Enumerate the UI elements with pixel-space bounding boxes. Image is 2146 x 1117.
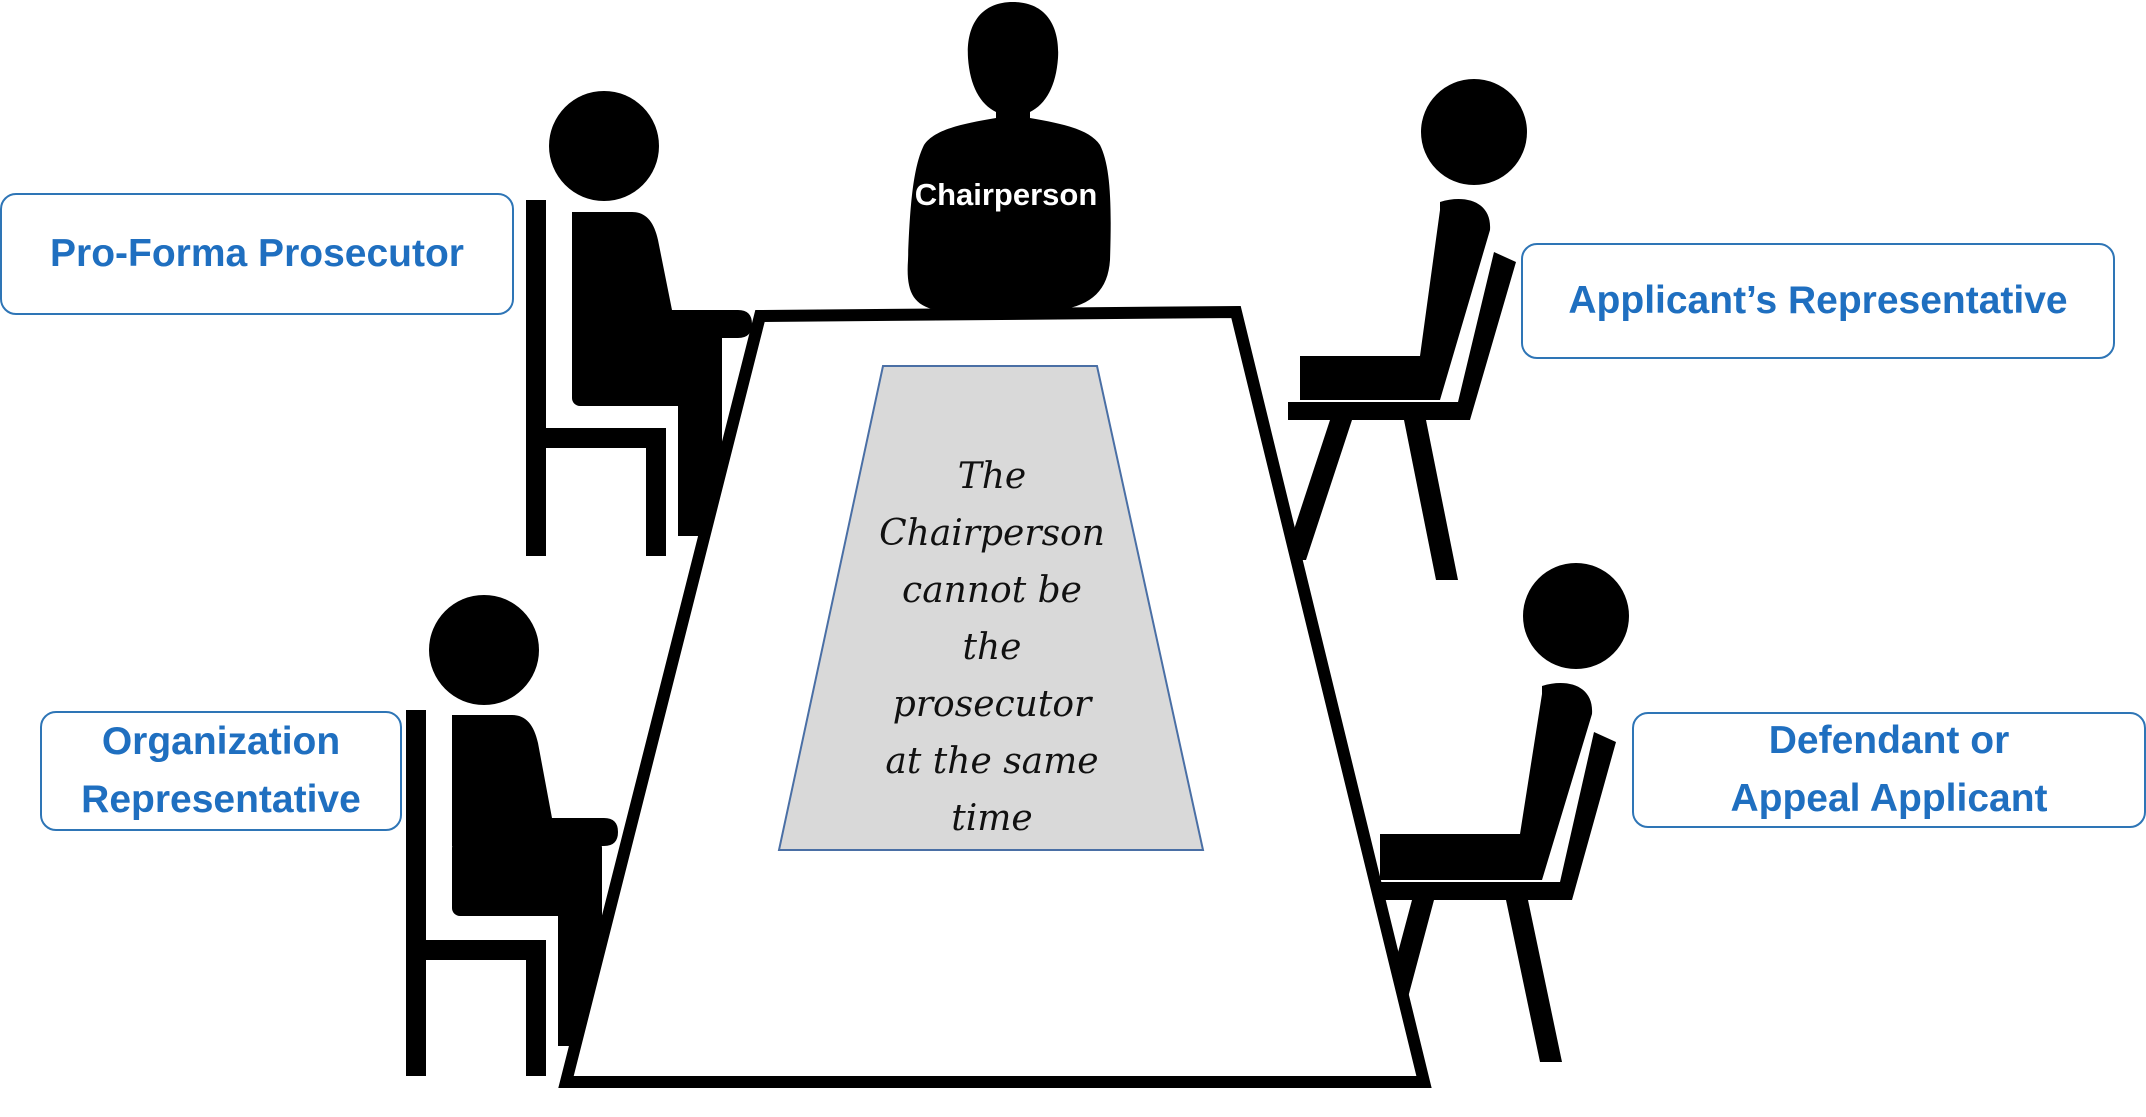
- org-rep-person: [406, 595, 618, 1076]
- defendant-label-line2: Appeal Applicant: [1730, 777, 2048, 820]
- pro-forma-prosecutor-box: Pro-Forma Prosecutor: [0, 193, 514, 315]
- defendant-box: Defendant or Appeal Applicant: [1632, 712, 2146, 828]
- defendant-label-line1: Defendant or: [1768, 719, 2010, 762]
- applicant-rep-person: [1284, 79, 1527, 580]
- applicants-representative-box: Applicant’s Representative: [1521, 243, 2115, 359]
- organization-representative-box: Organization Representative: [40, 711, 402, 831]
- table-note-panel: [777, 365, 1205, 851]
- chairperson-label: Chairperson: [914, 177, 1098, 212]
- prosecutor-person: [526, 91, 752, 556]
- organization-representative-label-line2: Representative: [81, 778, 361, 821]
- defendant-person: [1372, 563, 1629, 1062]
- chairperson-silhouette: [907, 2, 1111, 310]
- table-note-text: The Chairperson cannot be the prosecutor…: [879, 456, 1105, 839]
- organization-representative-label-line1: Organization: [101, 720, 341, 763]
- pro-forma-prosecutor-label: Pro-Forma Prosecutor: [50, 232, 464, 275]
- applicants-representative-label: Applicant’s Representative: [1568, 279, 2068, 322]
